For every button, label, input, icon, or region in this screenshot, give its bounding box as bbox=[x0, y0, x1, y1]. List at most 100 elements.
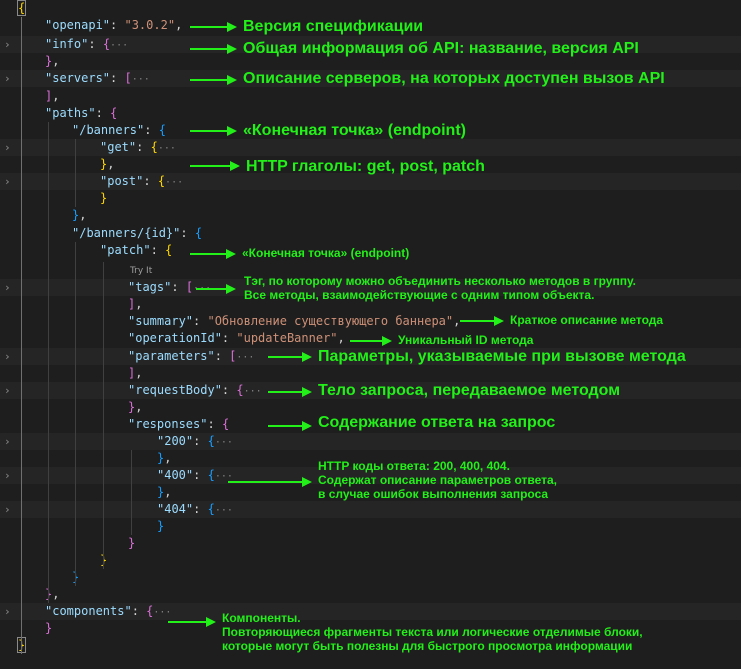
code-text: }, bbox=[128, 399, 142, 416]
code-line[interactable]: { bbox=[0, 0, 741, 17]
json-punctuation: : bbox=[143, 174, 158, 188]
chevron-right-icon[interactable]: › bbox=[4, 38, 11, 51]
code-line[interactable]: "/banners": { bbox=[0, 122, 741, 139]
json-punctuation: [ bbox=[124, 71, 132, 85]
json-punctuation: { bbox=[150, 140, 158, 154]
json-punctuation: , bbox=[135, 400, 143, 414]
json-punctuation: , bbox=[337, 331, 345, 345]
code-line[interactable]: } bbox=[0, 552, 741, 569]
code-line[interactable]: }, bbox=[0, 156, 741, 173]
chevron-right-icon[interactable]: › bbox=[4, 72, 11, 85]
annotation-status-codes: HTTP коды ответа: 200, 400, 404. Содержа… bbox=[318, 459, 558, 502]
code-line[interactable]: } bbox=[0, 518, 741, 535]
code-line[interactable]: "responses": { bbox=[0, 416, 741, 433]
codelens-try-it[interactable]: Try It bbox=[130, 266, 153, 276]
code-line-folded[interactable]: › "404": {··· bbox=[0, 501, 741, 518]
json-punctuation: } bbox=[157, 485, 165, 499]
code-line-folded[interactable]: › "requestBody": {··· bbox=[0, 382, 741, 399]
json-punctuation: : bbox=[193, 314, 208, 328]
fold-ellipsis[interactable]: ··· bbox=[165, 177, 184, 188]
fold-ellipsis[interactable]: ··· bbox=[157, 143, 176, 154]
code-line[interactable]: } bbox=[0, 569, 741, 586]
fold-ellipsis[interactable]: ··· bbox=[214, 505, 233, 516]
chevron-right-icon[interactable]: › bbox=[4, 175, 11, 188]
json-key: "requestBody" bbox=[128, 383, 222, 397]
code-line-folded[interactable]: › "components": {··· bbox=[0, 603, 741, 620]
json-key: "paths" bbox=[45, 106, 96, 120]
arrow-right-icon bbox=[190, 126, 237, 136]
code-text: "patch": { bbox=[100, 242, 172, 259]
indent-guide bbox=[48, 122, 49, 603]
code-line-folded[interactable]: ›"servers": [··· bbox=[0, 70, 741, 87]
indent-guide bbox=[131, 450, 132, 535]
fold-ellipsis[interactable]: ··· bbox=[153, 607, 172, 618]
json-punctuation: , bbox=[79, 208, 87, 222]
fold-ellipsis[interactable]: ··· bbox=[131, 74, 150, 85]
code-line[interactable]: }, bbox=[0, 484, 741, 501]
code-line[interactable]: "patch": { bbox=[0, 242, 741, 259]
code-line[interactable]: ], bbox=[0, 296, 741, 313]
code-line-folded[interactable]: ›"get": {··· bbox=[0, 139, 741, 156]
json-punctuation: { bbox=[158, 123, 166, 137]
json-punctuation: ] bbox=[128, 366, 136, 380]
chevron-right-icon[interactable]: › bbox=[4, 141, 11, 154]
chevron-right-icon[interactable]: › bbox=[4, 503, 11, 516]
fold-ellipsis[interactable]: ··· bbox=[214, 471, 233, 482]
chevron-right-icon[interactable]: › bbox=[4, 435, 11, 448]
code-line-folded[interactable]: ›"post": {··· bbox=[0, 173, 741, 190]
arrow-right-icon bbox=[190, 44, 237, 54]
code-line[interactable]: "operationId": "updateBanner", bbox=[0, 330, 741, 347]
code-line[interactable]: } bbox=[0, 620, 741, 637]
code-line[interactable]: }, bbox=[0, 207, 741, 224]
json-punctuation: } bbox=[45, 54, 53, 68]
code-line[interactable]: }, bbox=[0, 450, 741, 467]
code-text: "requestBody": {··· bbox=[128, 382, 262, 399]
chevron-right-icon[interactable]: › bbox=[4, 469, 11, 482]
json-punctuation: , bbox=[135, 297, 143, 311]
arrow-right-icon bbox=[196, 284, 236, 294]
json-punctuation: : bbox=[95, 106, 111, 120]
code-line[interactable]: ], bbox=[0, 365, 741, 382]
annotation-http-verbs: HTTP глаголы: get, post, patch bbox=[246, 158, 485, 175]
fold-ellipsis[interactable]: ··· bbox=[236, 352, 255, 363]
code-line[interactable]: }, bbox=[0, 586, 741, 603]
code-text: }, bbox=[100, 156, 114, 173]
code-text: "openapi": "3.0.2", bbox=[45, 17, 182, 34]
code-line[interactable]: } bbox=[0, 190, 741, 207]
code-line[interactable]: }, bbox=[0, 399, 741, 416]
code-text: "404": {··· bbox=[157, 501, 233, 518]
chevron-right-icon[interactable]: › bbox=[4, 281, 11, 294]
code-line-folded[interactable]: ›"parameters": [··· bbox=[0, 348, 741, 365]
code-text: "summary": "Обновление существующего бан… bbox=[128, 313, 460, 330]
json-punctuation: } bbox=[100, 157, 108, 171]
code-line-folded[interactable]: ›"200": {··· bbox=[0, 433, 741, 450]
code-line[interactable]: "summary": "Обновление существующего бан… bbox=[0, 313, 741, 330]
chevron-right-icon[interactable]: › bbox=[4, 384, 11, 397]
json-punctuation: : bbox=[171, 280, 186, 294]
indent-guide bbox=[75, 242, 76, 586]
chevron-right-icon[interactable]: › bbox=[4, 605, 11, 618]
json-punctuation: : bbox=[193, 468, 208, 482]
json-punctuation: { bbox=[207, 434, 215, 448]
code-text: "components": {··· bbox=[45, 603, 171, 620]
code-line[interactable]: }, bbox=[0, 53, 741, 70]
code-line-folded[interactable]: › "info": {··· bbox=[0, 36, 741, 53]
code-line[interactable]: "/banners/{id}": { bbox=[0, 225, 741, 242]
code-line[interactable]: "openapi": "3.0.2", bbox=[0, 17, 741, 34]
indent-guide bbox=[103, 262, 104, 569]
fold-ellipsis[interactable]: ··· bbox=[243, 386, 262, 397]
indent-guide bbox=[21, 17, 22, 654]
code-line-folded[interactable]: ›"tags": [··· bbox=[0, 279, 741, 296]
code-text: } bbox=[45, 620, 52, 637]
annotation-spec-version: Версия спецификации bbox=[243, 18, 424, 35]
code-line-folded[interactable]: ›"400": {··· bbox=[0, 467, 741, 484]
code-line[interactable]: ], bbox=[0, 88, 741, 105]
fold-ellipsis[interactable]: ··· bbox=[214, 437, 233, 448]
code-text: "info": {··· bbox=[45, 36, 128, 53]
chevron-right-icon[interactable]: › bbox=[4, 350, 11, 363]
fold-ellipsis[interactable]: ··· bbox=[110, 40, 129, 51]
arrow-right-icon bbox=[190, 161, 240, 171]
code-line[interactable]: } bbox=[0, 535, 741, 552]
code-line[interactable]: "paths": { bbox=[0, 105, 741, 122]
